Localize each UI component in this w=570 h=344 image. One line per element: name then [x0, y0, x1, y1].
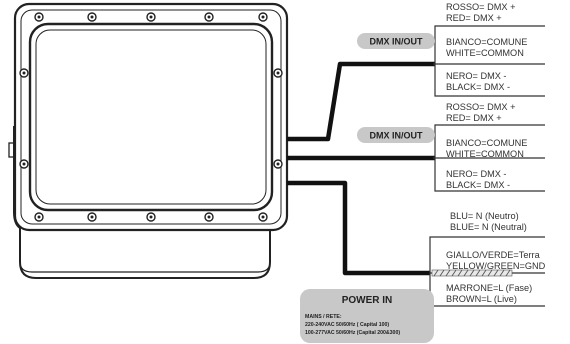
wire-label-red-it: ROSSO= DMX + [446, 102, 515, 112]
power-in-voltage-2: 100-277VAC 50/60Hz (Capital 200&300) [305, 330, 400, 336]
wire-label-white-en: WHITE=COMMON [446, 48, 524, 58]
floodlight-fixture [8, 2, 289, 279]
dmx-bottom-wires [433, 124, 545, 192]
screw-icon [34, 12, 44, 22]
badge-background [357, 33, 435, 49]
screw-icon [87, 12, 97, 22]
dmx-in-out-badge: DMX IN/OUT [357, 33, 435, 49]
wire-label-black-en: BLACK= DMX - [446, 180, 510, 190]
power-in-background [300, 289, 434, 343]
badge-label: DMX IN/OUT [370, 131, 424, 141]
screw-icon [273, 159, 283, 169]
screw-icon [258, 212, 268, 222]
screw-icon [19, 159, 29, 169]
wire-label-black-it: NERO= DMX - [446, 169, 507, 179]
power-in-title: POWER IN [342, 295, 393, 306]
wire-red [434, 25, 545, 64]
wire-red [434, 124, 545, 158]
power-in-voltage-1: 220-240VAC 50/60Hz ( Capital 100) [305, 322, 389, 328]
lens-frame [28, 22, 274, 212]
screw-icon [204, 12, 214, 22]
lens-inner [35, 29, 267, 205]
badge-background [357, 127, 435, 143]
power-in-box: POWER IN MAINS / RETE: 220-240VAC 50/60H… [300, 289, 434, 343]
wire-label-black-en: BLACK= DMX - [446, 82, 510, 92]
dmx-cable-top [287, 61, 435, 142]
wire-label-white-en: WHITE=COMMON [446, 149, 524, 159]
wire-black [434, 158, 545, 192]
housing-outer [13, 2, 289, 232]
dmx-top-wires [433, 25, 545, 97]
ground-stripe-icon [431, 269, 513, 277]
badge-label: DMX IN/OUT [370, 37, 424, 47]
wire-label-blue-it: BLU= N (Neutro) [450, 211, 519, 221]
wire-black [434, 64, 545, 97]
wire-label-red-it: ROSSO= DMX + [446, 2, 515, 12]
wire-blue [429, 236, 545, 273]
screw-icon [146, 212, 156, 222]
screw-icon [273, 68, 283, 78]
screw-icon [19, 68, 29, 78]
power-cable [287, 180, 430, 276]
dmx-in-out-badge: DMX IN/OUT [357, 127, 435, 143]
wire-label-white-it: BIANCO=COMUNE [446, 37, 527, 47]
wire-label-white-it: BIANCO=COMUNE [446, 138, 527, 148]
screw-icon [258, 12, 268, 22]
wire-label-yellow-green-en: YELLOW/GREEN=GND [446, 261, 546, 271]
housing-rim [20, 9, 282, 225]
wire-label-black-it: NERO= DMX - [446, 71, 507, 81]
screw-icon [34, 212, 44, 222]
screw-icon [204, 212, 214, 222]
wire-label-red-en: RED= DMX + [446, 113, 502, 123]
wire-label-red-en: RED= DMX + [446, 13, 502, 23]
bracket-inner [19, 240, 271, 273]
wire-label-brown-en: BROWN=L (Live) [446, 294, 517, 304]
wire-label-blue-en: BLUE= N (Neutral) [450, 222, 527, 232]
wire-label-yellow-green-it: GIALLO/VERDE=Terra [446, 250, 541, 260]
screw-icon [146, 12, 156, 22]
screw-icon [87, 212, 97, 222]
wire-label-brown-it: MARRONE=L (Fase) [446, 283, 532, 293]
power-in-mains-label: MAINS / RETE: [305, 314, 342, 320]
